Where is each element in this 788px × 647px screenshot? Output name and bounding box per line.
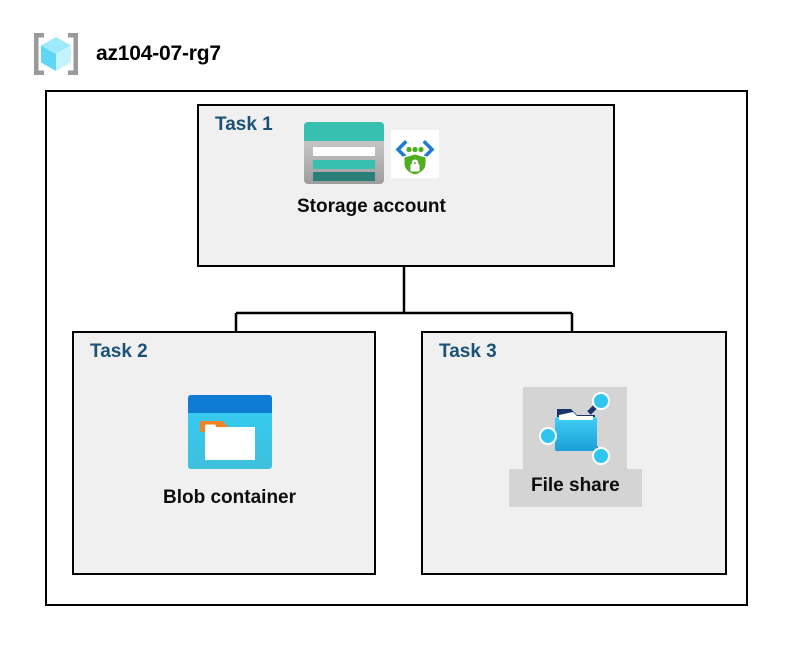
task-3-label: Task 3	[439, 341, 497, 362]
file-share-icon-highlight	[523, 387, 628, 469]
blob-container-icon	[187, 395, 272, 469]
file-share-node[interactable]: File share	[509, 387, 642, 507]
storage-account-node[interactable]: Storage account	[289, 121, 454, 220]
storage-account-icon	[304, 122, 385, 184]
task-1-box: Task 1	[197, 104, 615, 267]
file-share-caption: File share	[509, 469, 642, 507]
resource-group-header: az104-07-rg7	[30, 28, 221, 80]
blob-container-caption: Blob container	[163, 487, 297, 508]
task-1-label: Task 1	[215, 114, 273, 135]
task-2-label: Task 2	[90, 341, 148, 362]
file-share-icon	[539, 392, 611, 465]
secure-endpoint-icon	[391, 130, 440, 178]
blob-container-node[interactable]: Blob container	[155, 393, 304, 511]
storage-account-caption: Storage account	[297, 196, 446, 217]
resource-group-name: az104-07-rg7	[96, 42, 221, 65]
storage-account-icon-row	[303, 121, 440, 185]
resource-group-cube-icon	[34, 33, 78, 75]
